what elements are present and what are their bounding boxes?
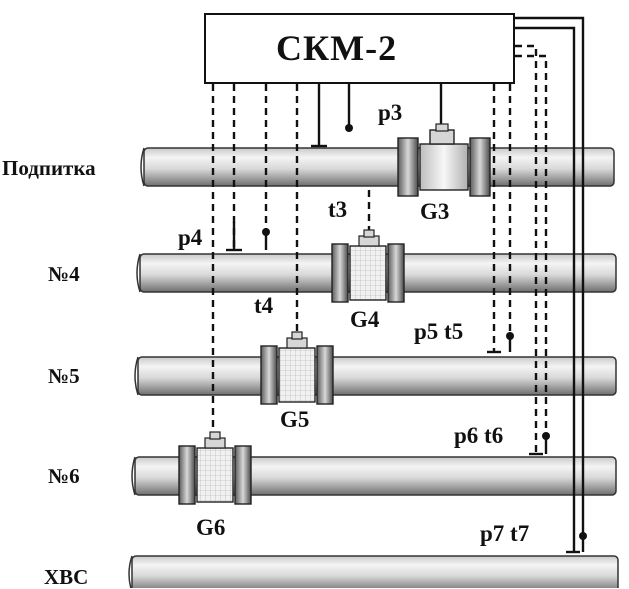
pipe-label-podpitka: Подпитка	[2, 156, 96, 180]
pipe-n5	[134, 356, 617, 396]
device-title: СКМ-2	[276, 28, 398, 68]
t6-probe-dot	[542, 432, 550, 440]
flowmeter-g6	[178, 431, 252, 505]
sensor-label-p3: p3	[378, 100, 403, 125]
pipe-label-n5: №5	[48, 364, 80, 388]
t4-probe-dot	[262, 228, 270, 236]
pipe-label-xvs: ХВС	[44, 565, 89, 589]
sensor-label-p4: p4	[178, 225, 203, 250]
wire-p7	[515, 26, 576, 552]
pipe-n6	[131, 456, 617, 496]
wire-p6	[515, 44, 538, 454]
pipe-label-n6: №6	[48, 464, 80, 488]
signal-wires	[211, 16, 585, 554]
wire-t6	[515, 54, 548, 434]
flowmeter-g3	[397, 123, 491, 197]
flowmeter-label-g4: G4	[350, 307, 380, 332]
t3-probe-dot	[345, 124, 353, 132]
t5-probe-dot	[506, 332, 514, 340]
flowmeter-label-g6: G6	[196, 515, 226, 540]
flowmeter-label-g3: G3	[420, 199, 450, 224]
pipe-label-n4: №4	[48, 262, 80, 286]
temperature-probe-dots	[262, 124, 587, 540]
flowmeter-g4	[331, 229, 405, 303]
t7-probe-dot	[579, 532, 587, 540]
flowmeter-g5	[260, 331, 334, 405]
sensor-label-t4: t4	[254, 293, 274, 318]
flowmeter-label-g5: G5	[280, 407, 310, 432]
pipe-podpitka	[140, 147, 615, 187]
wire-t7	[515, 16, 585, 536]
sensor-label-p6t6: p6 t6	[454, 423, 504, 448]
pipe-xvs	[128, 555, 619, 588]
sensor-label-t3: t3	[328, 197, 348, 222]
sensor-label-p7t7: p7 t7	[480, 521, 530, 546]
sensor-label-p5t5: p5 t5	[414, 319, 464, 344]
skm2-device-box	[204, 13, 515, 84]
